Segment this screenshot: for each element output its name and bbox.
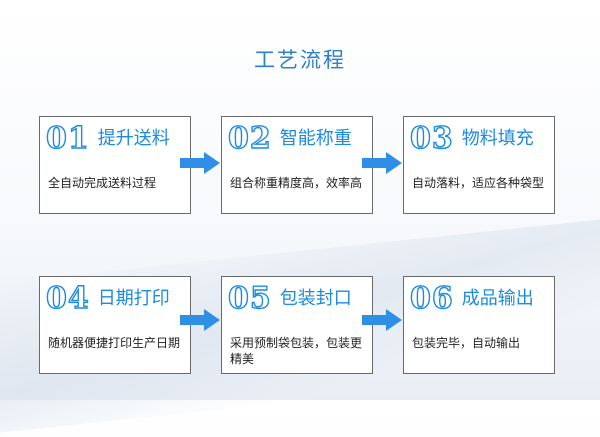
step-number: 01 <box>46 121 90 156</box>
step-card-6: 06 成品输出 包装完毕，自动输出 <box>403 276 555 374</box>
step-description: 包装完毕，自动输出 <box>412 336 521 350</box>
step-header: 03 物料填充 <box>410 121 548 157</box>
step-description: 自动落料，适应各种袋型 <box>412 176 545 190</box>
step-description: 随机器便捷打印生产日期 <box>48 336 181 350</box>
step-description: 全自动完成送料过程 <box>48 176 157 190</box>
step-name: 智能称重 <box>279 128 352 149</box>
right-arrow-icon <box>362 309 402 331</box>
step-name: 成品输出 <box>461 288 534 309</box>
step-card-4: 04 日期打印 随机器便捷打印生产日期 <box>39 276 191 374</box>
step-number: 04 <box>46 281 90 316</box>
step-number: 05 <box>228 281 272 316</box>
step-name: 提升送料 <box>97 128 170 149</box>
step-header: 06 成品输出 <box>410 281 548 317</box>
step-header: 01 提升送料 <box>46 121 184 157</box>
step-card-2: 02 智能称重 组合称重精度高，效率高 <box>221 116 373 214</box>
step-name: 物料填充 <box>461 128 534 149</box>
step-name: 包装封口 <box>279 288 352 309</box>
step-header: 02 智能称重 <box>228 121 366 157</box>
step-number: 06 <box>410 281 454 316</box>
step-card-1: 01 提升送料 全自动完成送料过程 <box>39 116 191 214</box>
step-number: 03 <box>410 121 454 156</box>
diagram-title: 工艺流程 <box>254 48 346 72</box>
step-number: 02 <box>228 121 272 156</box>
step-header: 05 包装封口 <box>228 281 366 317</box>
step-description: 采用预制袋包装，包装更精美 <box>230 336 363 366</box>
right-arrow-icon <box>180 152 220 174</box>
step-header: 04 日期打印 <box>46 281 184 317</box>
step-card-3: 03 物料填充 自动落料，适应各种袋型 <box>403 116 555 214</box>
step-description: 组合称重精度高，效率高 <box>230 176 363 190</box>
step-name: 日期打印 <box>97 288 170 309</box>
right-arrow-icon <box>362 152 402 174</box>
step-card-5: 05 包装封口 采用预制袋包装，包装更精美 <box>221 276 373 374</box>
right-arrow-icon <box>180 309 220 331</box>
